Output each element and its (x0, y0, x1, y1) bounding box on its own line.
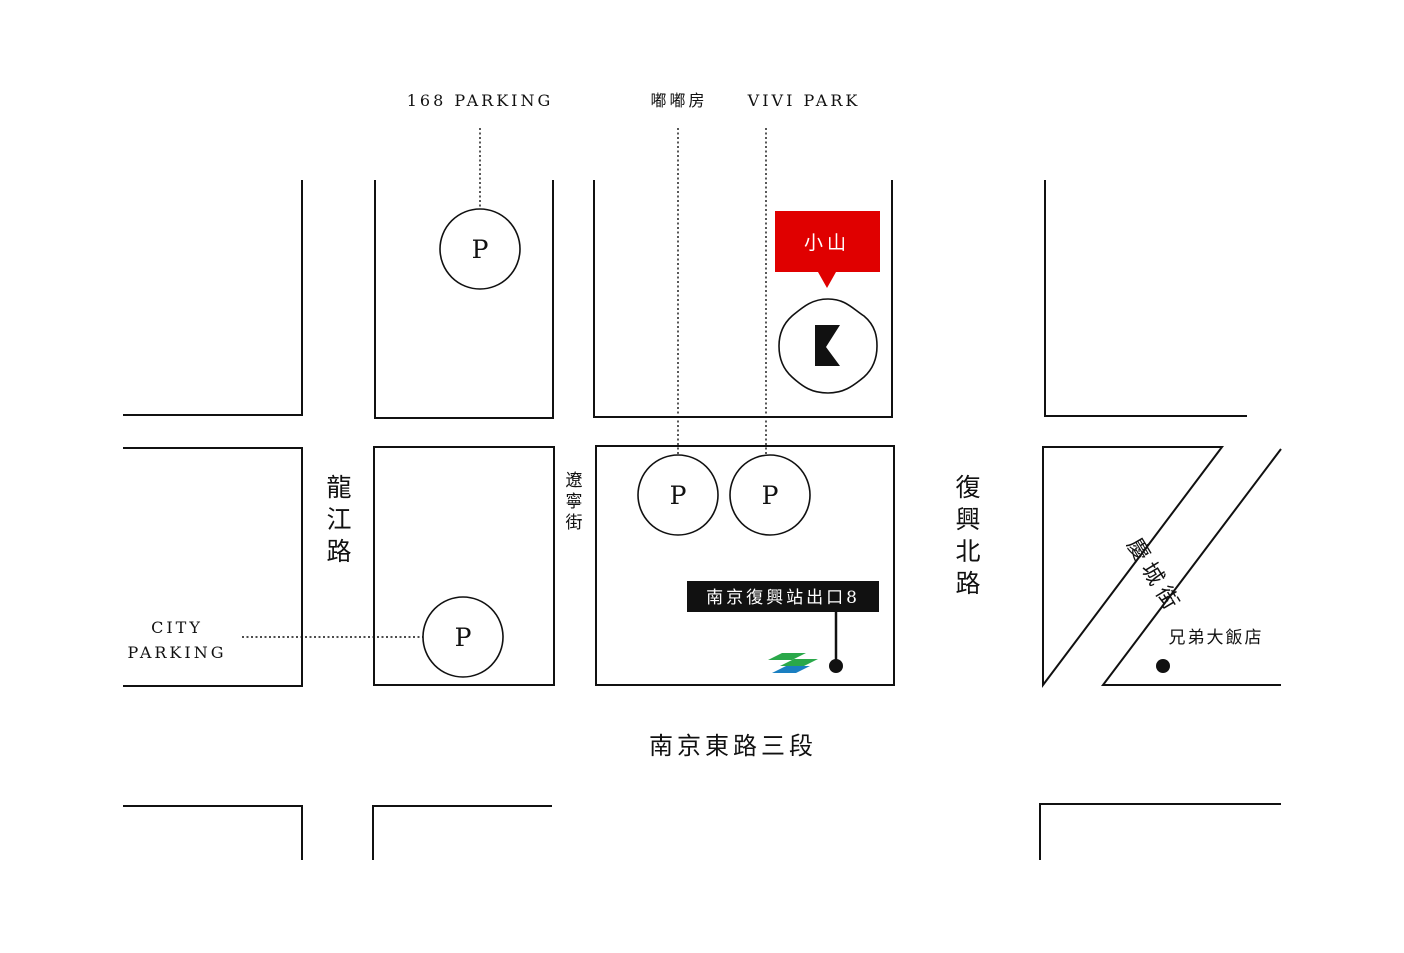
block-city-parking (373, 446, 555, 686)
street-fuxing: 復 興 北 路 (955, 473, 980, 598)
block-168-parking (374, 180, 554, 419)
shop-logo-icon[interactable] (778, 298, 878, 394)
street-char: 龍 (326, 473, 351, 502)
hotel-label: 兄弟大飯店 (1169, 628, 1264, 648)
block-shop (593, 180, 893, 418)
street-char: 寧 (566, 492, 583, 512)
block-mrt (595, 445, 895, 686)
label-168-parking: 168 PARKING (407, 91, 554, 110)
hotel-marker[interactable]: 兄弟大飯店 (1156, 628, 1264, 673)
shop-logo-badge (778, 298, 878, 394)
block-top-right (1044, 180, 1247, 417)
mrt-exit-dot (829, 659, 843, 673)
block-bottom-left (123, 805, 303, 860)
parking-symbol: P (670, 481, 687, 510)
parking-symbols: P P P P (455, 235, 779, 652)
parking-icon[interactable] (439, 208, 521, 290)
label-dudufang: 嘟嘟房 (650, 91, 707, 110)
shop-label: 小山 (804, 232, 850, 254)
parking-icon[interactable] (729, 454, 811, 536)
block-triangle (1042, 446, 1225, 688)
block-hotel (1100, 448, 1282, 686)
label-city-parking-2: PARKING (128, 643, 227, 662)
shop-logo-glyph (815, 325, 840, 366)
street-char: 路 (326, 537, 351, 566)
street-blocks (123, 180, 1282, 860)
street-char: 街 (566, 513, 583, 533)
street-nanjing: 南京東路三段 (649, 732, 817, 760)
street-liaoning: 遼 寧 街 (566, 471, 583, 533)
parking-symbol: P (455, 623, 472, 652)
block-top-left (123, 180, 303, 416)
block-mid-left (123, 447, 303, 687)
street-char: 遼 (566, 471, 583, 491)
shop-label-pointer (818, 272, 836, 288)
leader-lines (242, 128, 767, 638)
street-qingcheng: 慶城街 (1121, 534, 1186, 619)
label-vivi-park: VIVI PARK (747, 91, 861, 110)
parking-labels: 168 PARKING 嘟嘟房 VIVI PARK CITY PARKING (128, 91, 861, 662)
street-char: 路 (955, 569, 980, 598)
mrt-exit-marker[interactable]: 南京復興站出口8 (687, 581, 879, 673)
street-char: 興 (955, 505, 980, 534)
block-bottom-2 (372, 805, 552, 860)
block-bottom-right (1039, 803, 1281, 860)
mrt-exit-label: 南京復興站出口8 (706, 588, 860, 608)
shop-label-box (775, 211, 880, 272)
street-char: 北 (955, 537, 980, 566)
parking-symbol: P (472, 235, 489, 264)
hotel-dot (1156, 659, 1170, 673)
street-longjiang: 龍 江 路 (326, 473, 351, 566)
street-char: 復 (955, 473, 980, 502)
parking-icon[interactable] (422, 596, 504, 678)
parking-markers (422, 208, 811, 678)
street-char: 江 (326, 505, 351, 534)
mrt-exit-label-box (687, 581, 879, 612)
label-city-parking-1: CITY (151, 618, 203, 637)
mrt-logo-icon (768, 653, 818, 673)
parking-symbol: P (762, 481, 779, 510)
parking-icon[interactable] (637, 454, 719, 536)
shop-callout[interactable]: 小山 (775, 211, 880, 288)
